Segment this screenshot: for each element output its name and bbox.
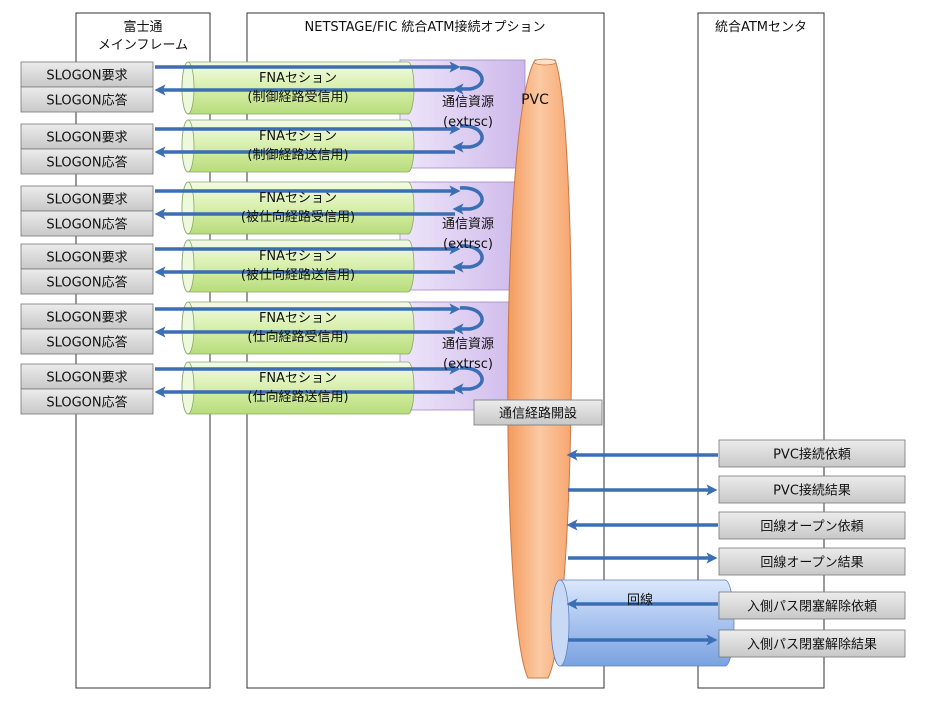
slogon-request-box-label: SLOGON要求 bbox=[46, 69, 127, 84]
slogon-response-box bbox=[20, 268, 154, 295]
session-loop-arrow bbox=[452, 244, 484, 273]
atm-message-box bbox=[718, 439, 906, 468]
atm-message-box bbox=[718, 475, 906, 504]
session-sublabel: (被仕向経路送信用) bbox=[241, 267, 355, 283]
atm-message-box bbox=[718, 511, 906, 540]
session-end bbox=[181, 361, 195, 415]
slogon-request-box bbox=[20, 303, 154, 330]
slogon-request-box bbox=[20, 243, 154, 270]
resource-label: 通信資源 bbox=[442, 217, 494, 232]
slogon-response-box-label: SLOGON応答 bbox=[46, 395, 127, 411]
session-loop-arrow bbox=[452, 124, 484, 153]
path-open-box-label: 通信経路開設 bbox=[499, 406, 577, 422]
resource-label: 通信資源 bbox=[442, 95, 494, 110]
slogon-request-box bbox=[20, 61, 154, 88]
resource-label: 通信資源 bbox=[442, 337, 494, 352]
pvc-cylinder bbox=[507, 59, 572, 679]
session-sublabel: (仕向経路送信用) bbox=[247, 389, 348, 405]
session-loop-arrow bbox=[452, 186, 484, 215]
atm-message-box bbox=[718, 629, 906, 658]
session-label: FNAセション bbox=[259, 311, 337, 326]
slogon-request-box-label: SLOGON要求 bbox=[46, 311, 127, 326]
slogon-request-box-label: SLOGON要求 bbox=[46, 193, 127, 208]
atm-message-box-label: 入側パス閉塞解除結果 bbox=[747, 637, 877, 653]
session-loop-arrow bbox=[452, 66, 484, 95]
slogon-response-box-label: SLOGON応答 bbox=[46, 335, 127, 351]
mainframe-lane-title-2: メインフレーム bbox=[98, 38, 188, 53]
atm-message-box-label: PVC接続依頼 bbox=[773, 447, 851, 463]
atm-center-lane-title: 統合ATMセンタ bbox=[715, 20, 807, 35]
session-label: FNAセション bbox=[259, 129, 337, 144]
session-end bbox=[181, 119, 195, 173]
session-loop-arrow bbox=[452, 366, 484, 395]
netstage-lane-title: NETSTAGE/FIC 統合ATM接続オプション bbox=[305, 19, 546, 35]
slogon-response-box bbox=[20, 86, 154, 113]
slogon-response-box bbox=[20, 210, 154, 237]
atm-message-box-label: PVC接続結果 bbox=[773, 483, 851, 499]
slogon-response-box bbox=[20, 388, 154, 415]
slogon-response-box bbox=[20, 148, 154, 175]
fna-session-cylinder bbox=[181, 361, 415, 415]
slogon-request-box-label: SLOGON要求 bbox=[46, 371, 127, 386]
session-end bbox=[181, 239, 195, 293]
session-label: FNAセション bbox=[259, 71, 337, 86]
session-sublabel: (仕向経路受信用) bbox=[247, 329, 348, 345]
resource-panel bbox=[399, 301, 526, 411]
session-label: FNAセション bbox=[259, 371, 337, 386]
path-open-box bbox=[473, 399, 603, 426]
resource-sublabel: (extrsc) bbox=[443, 357, 493, 372]
atm-message-box-label: 回線オープン結果 bbox=[760, 555, 863, 571]
slogon-request-box bbox=[20, 123, 154, 150]
slogon-request-box-label: SLOGON要求 bbox=[46, 131, 127, 146]
slogon-response-box-label: SLOGON応答 bbox=[46, 275, 127, 291]
mainframe-lane-title-1: 富士通 bbox=[123, 19, 162, 35]
slogon-request-box-label: SLOGON要求 bbox=[46, 251, 127, 266]
session-end bbox=[181, 301, 195, 355]
session-sublabel: (制御経路受信用) bbox=[247, 89, 348, 105]
session-loop-arrow bbox=[452, 306, 484, 335]
slogon-response-box bbox=[20, 328, 154, 355]
resource-sublabel: (extrsc) bbox=[443, 237, 493, 252]
circuit-end bbox=[550, 579, 570, 667]
atm-message-box-label: 回線オープン依頼 bbox=[760, 519, 863, 535]
atm-center-lane bbox=[697, 12, 825, 689]
fna-session-cylinder bbox=[181, 61, 415, 115]
slogon-response-box-label: SLOGON応答 bbox=[46, 155, 127, 171]
session-body bbox=[181, 61, 415, 115]
pvc-label: PVC bbox=[521, 92, 549, 108]
resource-sublabel: (extrsc) bbox=[443, 115, 493, 130]
slogon-response-box-label: SLOGON応答 bbox=[46, 93, 127, 109]
slogon-response-box-label: SLOGON応答 bbox=[46, 217, 127, 233]
resource-panel bbox=[399, 181, 526, 291]
circuit-label: 回線 bbox=[627, 592, 653, 608]
session-end bbox=[181, 61, 195, 115]
fna-session-cylinder bbox=[181, 301, 415, 355]
atm-message-box bbox=[718, 591, 906, 620]
session-sublabel: (被仕向経路受信用) bbox=[241, 209, 355, 225]
atm-message-box bbox=[718, 547, 906, 576]
session-label: FNAセション bbox=[259, 191, 337, 206]
fna-session-cylinder bbox=[181, 119, 415, 173]
session-label: FNAセション bbox=[259, 249, 337, 264]
session-end bbox=[181, 181, 195, 235]
session-sublabel: (制御経路送信用) bbox=[247, 147, 348, 163]
pvc-top bbox=[533, 58, 557, 66]
slogon-request-box bbox=[20, 363, 154, 390]
atm-message-box-label: 入側パス閉塞解除依頼 bbox=[747, 599, 877, 615]
